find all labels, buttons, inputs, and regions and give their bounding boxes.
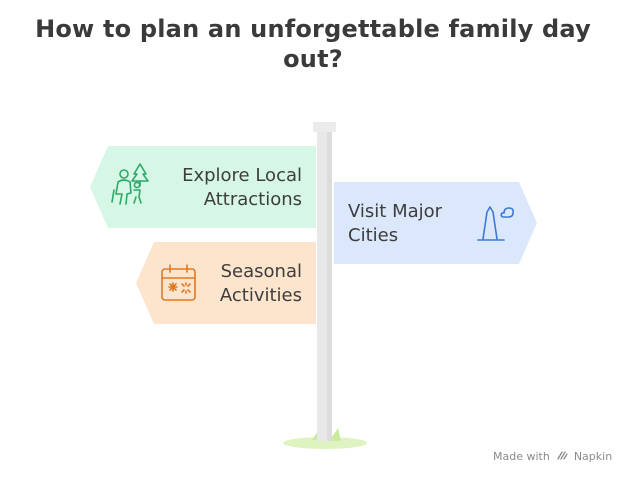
signpost-pole-shadow bbox=[327, 128, 332, 441]
sign-seasonal-board bbox=[136, 242, 316, 324]
signpost-cap bbox=[313, 122, 336, 132]
sign-explore-line-2: Attractions bbox=[203, 189, 302, 210]
sign-explore bbox=[90, 146, 316, 228]
sign-seasonal bbox=[136, 242, 316, 324]
sign-seasonal-label: Seasonal Activities bbox=[190, 260, 302, 308]
sign-visit-board bbox=[334, 182, 537, 264]
made-with-napkin-footer[interactable]: Made with Napkin bbox=[493, 450, 612, 463]
sign-seasonal-line-1: Seasonal bbox=[220, 261, 302, 282]
sign-visit bbox=[334, 182, 537, 264]
footer-brand: Napkin bbox=[573, 450, 613, 463]
sign-visit-line-2: Cities bbox=[348, 225, 399, 246]
monument-icon bbox=[477, 206, 514, 241]
page-title: How to plan an unforgettable family day … bbox=[35, 15, 591, 73]
sign-visit-line-1: Visit Major bbox=[348, 201, 443, 222]
calendar-icon bbox=[161, 264, 196, 301]
ground-ellipse bbox=[283, 437, 367, 449]
sign-explore-board bbox=[90, 146, 316, 228]
family-hiking-icon bbox=[111, 163, 149, 205]
sign-seasonal-line-2: Activities bbox=[219, 285, 302, 306]
sign-visit-label: Visit Major Cities bbox=[348, 200, 478, 248]
napkin-logo-icon bbox=[557, 451, 568, 460]
sign-explore-line-1: Explore Local bbox=[182, 165, 302, 186]
footer-prefix: Made with bbox=[493, 450, 550, 463]
sign-explore-label: Explore Local Attractions bbox=[150, 164, 302, 212]
